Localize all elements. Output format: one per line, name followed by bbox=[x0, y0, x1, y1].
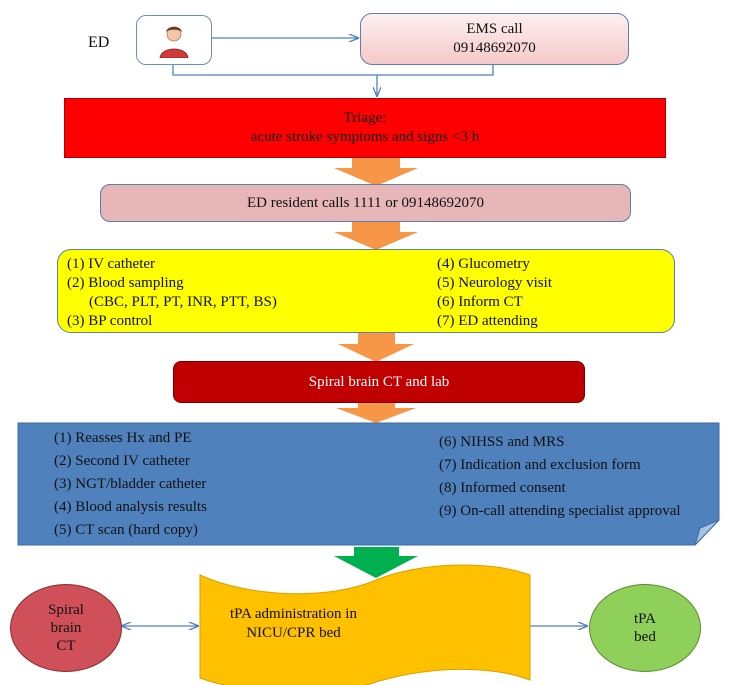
tpa-administration-shape bbox=[199, 564, 531, 685]
triage-box: Triage: acute stroke symptoms and signs … bbox=[64, 98, 666, 158]
step-neurology-visit: (5) Neurology visit bbox=[437, 275, 552, 291]
spiral-ct-line-3: CT bbox=[56, 638, 76, 654]
spiral-ct-line-2: brain bbox=[50, 620, 82, 636]
initial-steps-right: (4) Glucometry (5) Neurology visit (6) I… bbox=[437, 255, 552, 331]
down-arrow-3 bbox=[338, 332, 414, 362]
step-second-iv: (2) Second IV catheter bbox=[54, 453, 190, 469]
tpa-admin-line-2: NICU/CPR bed bbox=[246, 625, 341, 641]
triage-criteria: acute stroke symptoms and signs <3 h bbox=[250, 129, 480, 145]
step-inform-ct: (6) Inform CT bbox=[437, 294, 523, 310]
patient-avatar bbox=[136, 15, 212, 65]
spiral-ct-line-1: Spiral bbox=[48, 602, 84, 618]
step-ed-attending: (7) ED attending bbox=[437, 313, 538, 329]
avatar-to-triage-connector bbox=[172, 63, 377, 76]
step-blood-results: (4) Blood analysis results bbox=[54, 499, 207, 515]
ems-to-triage-connector bbox=[377, 63, 494, 96]
triage-title: Triage: bbox=[343, 110, 387, 126]
ems-call-box: EMS call 09148692070 bbox=[360, 13, 629, 65]
resident-call-text: ED resident calls 1111 or 09148692070 bbox=[246, 194, 485, 211]
step-reassess: (1) Reasses Hx and PE bbox=[54, 430, 192, 446]
step-indication-form: (7) Indication and exclusion form bbox=[439, 457, 641, 473]
step-nihss-mrs: (6) NIHSS and MRS bbox=[439, 434, 565, 450]
step-ngt-bladder: (3) NGT/bladder catheter bbox=[54, 476, 207, 492]
step-glucometry: (4) Glucometry bbox=[437, 256, 530, 272]
person-icon bbox=[159, 26, 189, 58]
assessment-steps-box: (1) Reasses Hx and PE (2) Second IV cath… bbox=[18, 420, 719, 545]
resident-call-box: ED resident calls 1111 or 09148692070 bbox=[100, 184, 631, 222]
tpa-admin-line-1: tPA administration in bbox=[230, 606, 357, 622]
down-arrow-1 bbox=[334, 157, 418, 186]
step-iv-catheter: (1) IV catheter bbox=[67, 256, 156, 272]
step-blood-sampling: (2) Blood sampling bbox=[67, 275, 184, 291]
ems-call-number: 09148692070 bbox=[453, 40, 536, 56]
spiral-ct-node: Spiral brain CT bbox=[10, 584, 122, 672]
assessment-document-fold bbox=[694, 519, 720, 546]
step-ct-hard-copy: (5) CT scan (hard copy) bbox=[54, 522, 198, 538]
down-arrow-2 bbox=[334, 221, 418, 250]
ems-call-title: EMS call bbox=[466, 21, 523, 37]
step-specialist-approval: (9) On-call attending specialist approva… bbox=[439, 503, 681, 519]
assessment-steps-right: (6) NIHSS and MRS (7) Indication and exc… bbox=[439, 431, 681, 523]
down-arrow-4 bbox=[336, 401, 416, 423]
initial-steps-left: (1) IV catheter (2) Blood sampling (CBC,… bbox=[67, 255, 277, 331]
down-arrow-green bbox=[334, 547, 418, 578]
assessment-steps-left: (1) Reasses Hx and PE (2) Second IV cath… bbox=[54, 427, 207, 542]
tpa-bed-line-1: tPA bbox=[634, 611, 656, 627]
step-bp-control: (3) BP control bbox=[67, 313, 153, 329]
ed-label: ED bbox=[88, 34, 110, 51]
ct-lab-text: Spiral brain CT and lab bbox=[308, 373, 450, 390]
tpa-bed-line-2: bed bbox=[634, 629, 656, 645]
tpa-bed-node: tPA bed bbox=[589, 584, 701, 672]
step-blood-tests: (CBC, PLT, PT, INR, PTT, BS) bbox=[89, 294, 277, 310]
tpa-administration-box: tPA administration in NICU/CPR bed bbox=[200, 605, 387, 643]
initial-steps-box: (1) IV catheter (2) Blood sampling (CBC,… bbox=[57, 249, 675, 333]
step-informed-consent: (8) Informed consent bbox=[439, 480, 566, 496]
ct-lab-box: Spiral brain CT and lab bbox=[173, 361, 585, 403]
